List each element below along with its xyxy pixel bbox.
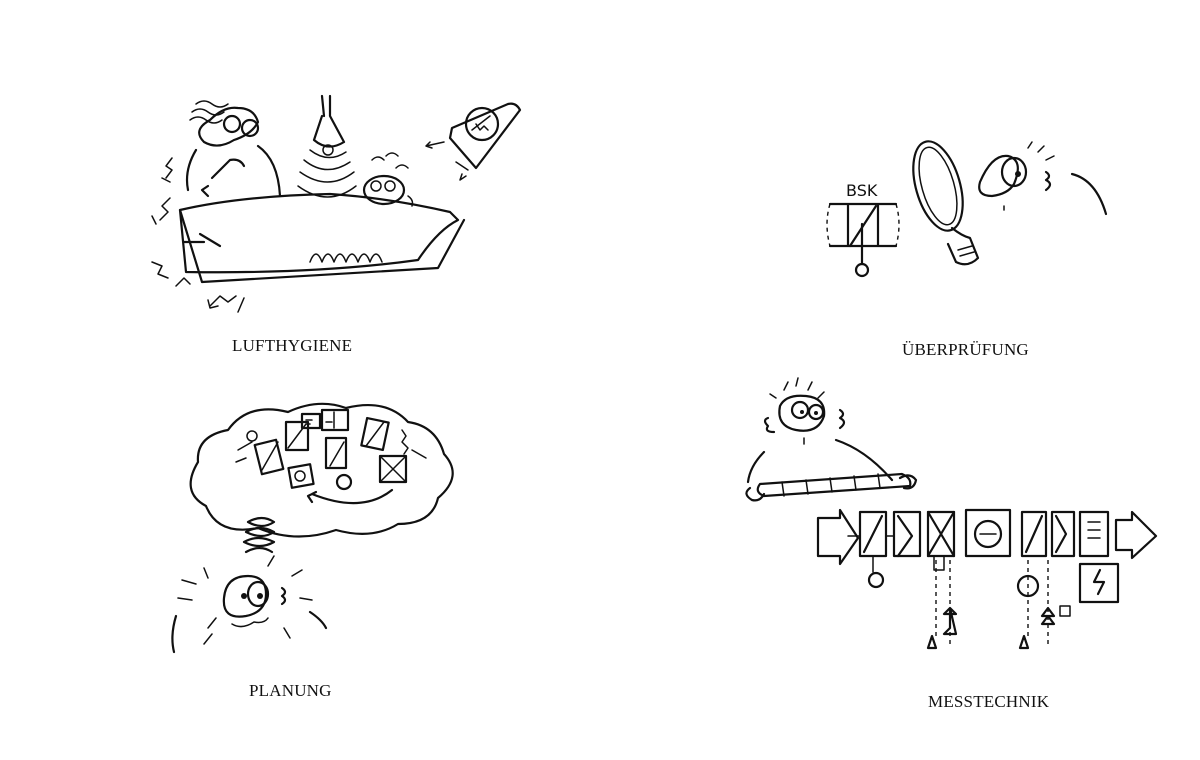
- surgeon-figure: [185, 100, 282, 198]
- messtechnik-illustration: [745, 377, 1158, 650]
- ueberpruefung-illustration: BSK: [826, 140, 1108, 278]
- thinker-face: [171, 555, 328, 654]
- ahu-schematic: [816, 508, 1158, 650]
- lufthygiene-panel: LUFTHYGIENE: [0, 0, 600, 380]
- surgical-lamp-icon: [297, 94, 357, 198]
- technician-figure: [746, 377, 894, 484]
- lufthygiene-illustration: [151, 94, 522, 313]
- ueberpruefung-panel: BSK ÜBERPRÜFUNG: [600, 0, 1200, 380]
- fire-damper-icon: BSK: [826, 181, 900, 278]
- planung-panel: PLANUNG: [0, 380, 600, 760]
- air-flow-arrows: [151, 157, 245, 313]
- lufthygiene-caption: LUFTHYGIENE: [232, 336, 353, 355]
- thought-coil-icon: [242, 516, 276, 554]
- operating-table: [178, 152, 466, 284]
- damper-label: BSK: [846, 181, 878, 200]
- ueberpruefung-caption: ÜBERPRÜFUNG: [902, 340, 1029, 359]
- thought-cloud: [189, 402, 454, 538]
- inspector-face: [978, 141, 1108, 216]
- measuring-duct: [745, 472, 918, 502]
- planung-caption: PLANUNG: [249, 681, 332, 700]
- magnifier-icon: [912, 140, 980, 266]
- messtechnik-panel: MESSTECHNIK: [600, 377, 1200, 760]
- air-sign-icon: [425, 102, 522, 181]
- messtechnik-caption: MESSTECHNIK: [928, 692, 1050, 711]
- planung-illustration: [171, 402, 454, 654]
